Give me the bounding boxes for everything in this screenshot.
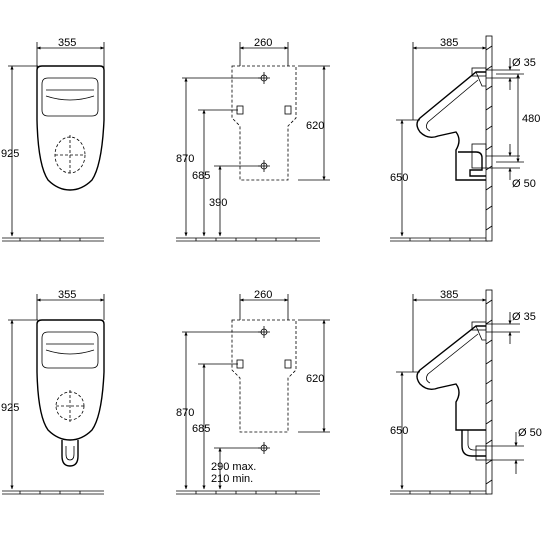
dim-bottom-side-rim: 650	[390, 425, 408, 437]
dim-top-front-height: 925	[1, 148, 19, 160]
dim-bottom-back-note1: 290 max.	[211, 461, 256, 473]
mounting-outline	[231, 65, 297, 181]
dim-top-back-total: 870	[176, 153, 194, 165]
dim-bottom-back-total: 870	[176, 407, 194, 419]
floor-line	[2, 237, 104, 242]
dim-bottom-back-right: 620	[306, 373, 324, 385]
dim-top-back-width: 260	[254, 37, 272, 49]
dim-top-front-width: 355	[58, 37, 76, 49]
wall	[485, 35, 493, 242]
dim-top-side-outlet: Ø 50	[512, 178, 536, 190]
dim-bottom-front-width: 355	[58, 289, 76, 301]
bottom-side-view: 385 650 Ø 35 Ø 50	[390, 289, 542, 495]
dim-bottom-back-width: 260	[254, 289, 272, 301]
dim-top-back-mid: 685	[192, 170, 210, 182]
dim-top-side-depth: 385	[440, 37, 458, 49]
exposed-trap	[61, 440, 79, 467]
dim-bottom-front-height: 925	[1, 402, 19, 414]
bottom-back-view: 260 870 685 290 max. 210 min. 620	[176, 289, 330, 495]
dim-bottom-back-note2: 210 min.	[211, 473, 253, 485]
wall	[485, 289, 493, 495]
top-side-view: 385 650 Ø 35 480 Ø 50	[390, 35, 540, 242]
floor-line	[176, 237, 320, 242]
dim-bottom-back-mid: 685	[192, 423, 210, 435]
top-back-view: 260 870 685 390 620	[176, 37, 330, 242]
urinal-side-profile	[416, 325, 486, 431]
exposed-trap	[461, 430, 486, 457]
floor-line	[390, 490, 488, 495]
urinal-side-profile	[416, 71, 486, 181]
floor-line	[2, 490, 104, 495]
dim-bottom-side-outlet: Ø 50	[518, 427, 542, 439]
dim-bottom-side-inlet: Ø 35	[512, 311, 536, 323]
urinal-front-outline	[36, 65, 105, 191]
dim-top-side-vertical: 480	[522, 113, 540, 125]
floor-line	[390, 237, 488, 242]
mounting-outline	[231, 319, 297, 433]
dim-top-back-low: 390	[209, 197, 227, 209]
dim-bottom-side-depth: 385	[440, 289, 458, 301]
dim-top-back-right: 620	[306, 120, 324, 132]
dim-top-side-rim: 650	[390, 172, 408, 184]
bottom-front-view: 355 925	[1, 289, 105, 495]
top-front-view: 355 925	[1, 37, 105, 242]
urinal-front-outline	[36, 319, 105, 441]
dim-top-side-inlet: Ø 35	[512, 57, 536, 69]
floor-line	[176, 490, 320, 495]
